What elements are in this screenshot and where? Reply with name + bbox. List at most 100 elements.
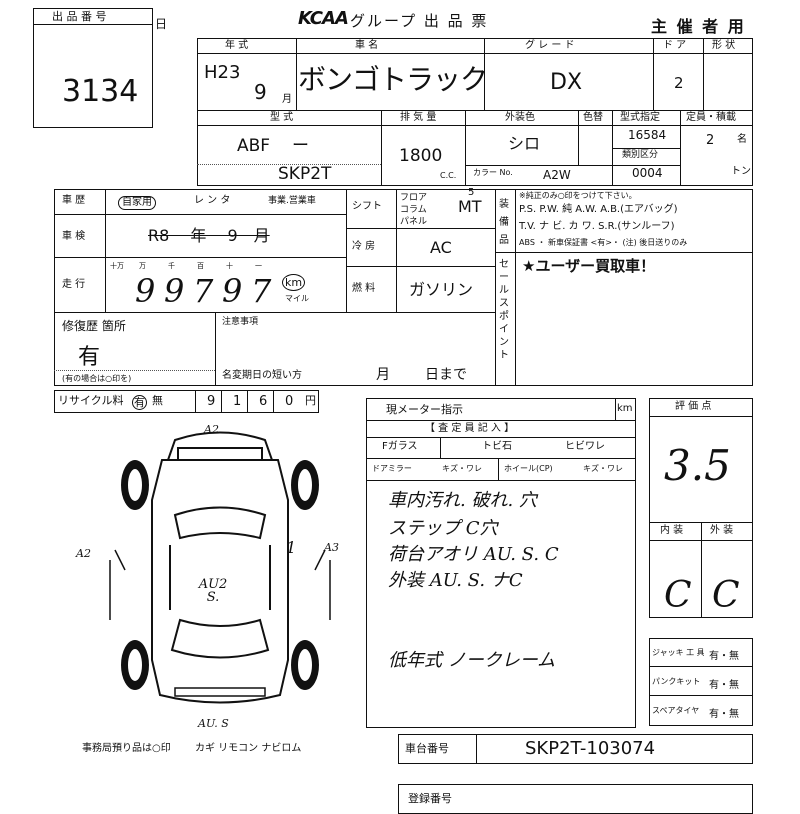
fuel-label: 燃 料 bbox=[352, 283, 376, 294]
model-prefix: ABF bbox=[237, 136, 271, 156]
equipment-line2: T.V. ナ ビ. カ ワ. S.R.(サンルーフ) bbox=[519, 221, 675, 232]
shift-option: コラム bbox=[400, 205, 427, 215]
recycle-digits: 9 1 6 0 bbox=[195, 390, 305, 413]
color-label: 外装色 bbox=[505, 112, 535, 123]
shift-label: シフト bbox=[352, 201, 382, 212]
office-text: 事務局預り品は○印 bbox=[82, 743, 171, 754]
exterior-value: C bbox=[712, 575, 740, 616]
ac-label: 冷 房 bbox=[352, 241, 376, 252]
recycle-digit: 6 bbox=[259, 394, 268, 409]
accessory-label: スペアタイヤ bbox=[652, 706, 700, 715]
mileage-units: 十万万千百十一 bbox=[110, 261, 280, 271]
accessory-row: スペアタイヤ有・無 bbox=[649, 696, 753, 725]
mirror-opts: キズ・ワレ bbox=[442, 464, 482, 473]
notice-short: 名変期日の短い方 bbox=[222, 370, 302, 381]
form-title: グループ 出 品 票 bbox=[350, 12, 489, 30]
diagram-mark: 1 bbox=[286, 538, 297, 557]
glass-label: Fガラス bbox=[382, 441, 418, 452]
class-value: 0004 bbox=[632, 166, 663, 180]
shift-option: フロア bbox=[400, 193, 428, 203]
recycle-divider bbox=[195, 390, 196, 413]
lot-box bbox=[33, 8, 153, 128]
cert-value: 16584 bbox=[628, 128, 667, 142]
inspection-label: 車 検 bbox=[62, 231, 86, 242]
ac-value: AC bbox=[430, 238, 452, 257]
mileage-mile: マイル bbox=[285, 294, 309, 303]
load-unit: トン bbox=[731, 166, 751, 177]
recycle-digit: 0 bbox=[285, 394, 294, 409]
meter-label: 現メーター指示 bbox=[386, 403, 463, 416]
repair-value: 有 bbox=[78, 345, 101, 370]
diagram-top: A2 bbox=[204, 423, 219, 436]
history-rental: レ ン タ bbox=[194, 195, 231, 206]
registration-label: 登録番号 bbox=[408, 792, 452, 805]
cert-label: 型式指定 bbox=[620, 112, 660, 123]
history-table bbox=[54, 189, 753, 386]
notice-day: 日まで bbox=[425, 367, 467, 383]
doors-value: 2 bbox=[674, 74, 684, 92]
equipment-line1: P.S. P.W. 純 A.W. A.B.(エアバッグ) bbox=[519, 204, 678, 215]
accessory-row: パンクキット有・無 bbox=[649, 667, 753, 696]
mileage-digit: 7 bbox=[193, 272, 214, 310]
brand-logo: KCAA bbox=[298, 8, 349, 29]
recycle-digit: 9 bbox=[207, 394, 216, 409]
vin-value: SKP2T-103074 bbox=[525, 738, 656, 759]
lot-day: 日 bbox=[155, 17, 168, 31]
glass-chip: トビ石 bbox=[482, 441, 512, 452]
office-items: カギ リモコン ナビロム bbox=[195, 743, 302, 754]
mileage-unit: 一 bbox=[255, 262, 262, 270]
accessory-options: 有・無 bbox=[709, 709, 739, 720]
accessory-label: パンクキット bbox=[652, 677, 701, 686]
recycle-box bbox=[54, 390, 319, 413]
lot-number: 3134 bbox=[62, 74, 139, 109]
lot-label: 出 品 番 号 bbox=[52, 10, 107, 23]
recycle-digit: 1 bbox=[233, 394, 242, 409]
color-no-value: A2W bbox=[543, 168, 571, 182]
mileage-unit: 万 bbox=[139, 262, 146, 270]
shift-mark: 5 bbox=[468, 187, 475, 198]
year-month: 9 bbox=[254, 80, 267, 104]
equipment-note: ※純正のみ○印をつけて下さい。 bbox=[519, 191, 637, 200]
mileage-label: 走 行 bbox=[62, 279, 86, 290]
shape-label: 形 状 bbox=[712, 40, 736, 51]
inspector-title: 【 査 定 員 記 入 】 bbox=[425, 423, 515, 434]
accessory-options: 有・無 bbox=[709, 651, 739, 662]
accessory-label: ジャッキ 工 具 bbox=[652, 648, 704, 657]
accessories-box bbox=[649, 638, 753, 726]
sales-point-side-label: セールスポイント bbox=[499, 259, 509, 361]
displacement-label: 排 気 量 bbox=[400, 112, 437, 123]
history-business: 事業.営業車 bbox=[268, 196, 316, 206]
capacity-label: 定員・積載 bbox=[686, 112, 736, 123]
grade-label: グ レ ー ド bbox=[525, 40, 575, 51]
wheel-label: ホイール(CP) bbox=[504, 464, 553, 473]
accessory-row: ジャッキ 工 具有・無 bbox=[649, 638, 753, 667]
notice-month: 月 bbox=[376, 367, 390, 383]
trim-label: 色替 bbox=[583, 112, 603, 123]
inspector-note: 外装 AU. S. ナC bbox=[388, 570, 523, 591]
sales-point-text: ★ユーザー買取車！ bbox=[522, 257, 656, 275]
host-label: 主 催 者 用 bbox=[651, 17, 746, 36]
interior-label: 内 装 bbox=[660, 525, 684, 536]
inspector-note: 荷台アオリ AU. S. C bbox=[388, 544, 559, 565]
diagram-right: A3 bbox=[324, 541, 339, 554]
car-name: ボンゴトラック bbox=[298, 63, 488, 96]
diagram-left: A2 bbox=[76, 547, 91, 560]
vin-box bbox=[398, 734, 753, 764]
color-no-label: カラー No. bbox=[473, 168, 513, 177]
mirror-label: ドアミラー bbox=[372, 464, 412, 473]
shift-value: MT bbox=[458, 197, 482, 216]
model-code: SKP2T bbox=[278, 164, 332, 184]
class-label: 類別区分 bbox=[622, 150, 659, 160]
shift-options: フロアコラムパネル bbox=[400, 190, 450, 227]
score-value: 3.5 bbox=[664, 441, 731, 490]
month-unit: 月 bbox=[282, 94, 292, 105]
repair-label: 修復歴 箇所 bbox=[62, 319, 126, 333]
capacity-value: 2 bbox=[706, 133, 715, 148]
car-diagram bbox=[109, 431, 331, 704]
recycle-divider bbox=[221, 390, 222, 413]
score-label: 評 価 点 bbox=[675, 401, 712, 412]
mileage-unit: 十万 bbox=[110, 262, 124, 270]
vin-label: 車台番号 bbox=[405, 742, 449, 755]
